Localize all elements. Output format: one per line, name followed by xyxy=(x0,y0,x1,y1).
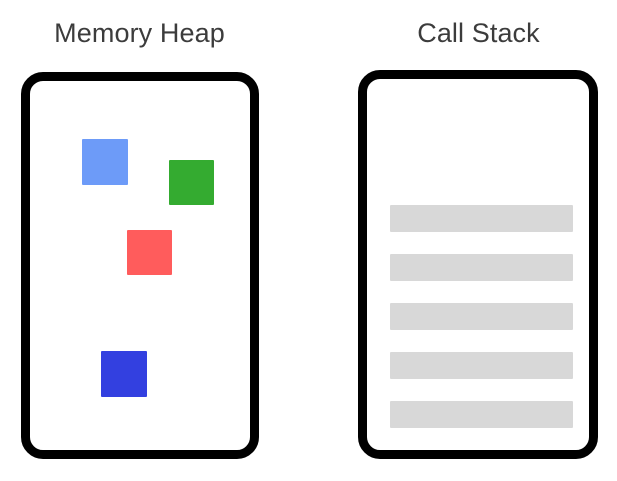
memory-heap-panel xyxy=(21,72,259,459)
heap-object-blue-light xyxy=(82,139,128,185)
memory-heap-canvas xyxy=(30,81,250,450)
call-stack-frame-1 xyxy=(390,205,573,232)
heap-object-red xyxy=(127,230,172,275)
call-stack-frame-5 xyxy=(390,401,573,428)
memory-heap-title: Memory Heap xyxy=(54,18,225,48)
heap-object-green xyxy=(169,160,214,205)
call-stack-frame-2 xyxy=(390,254,573,281)
call-stack-title: Call Stack xyxy=(417,18,540,48)
heap-object-blue-dark xyxy=(101,351,147,397)
call-stack-frame-3 xyxy=(390,303,573,330)
call-stack-canvas xyxy=(367,79,589,450)
call-stack-panel xyxy=(358,70,598,459)
call-stack-frame-4 xyxy=(390,352,573,379)
